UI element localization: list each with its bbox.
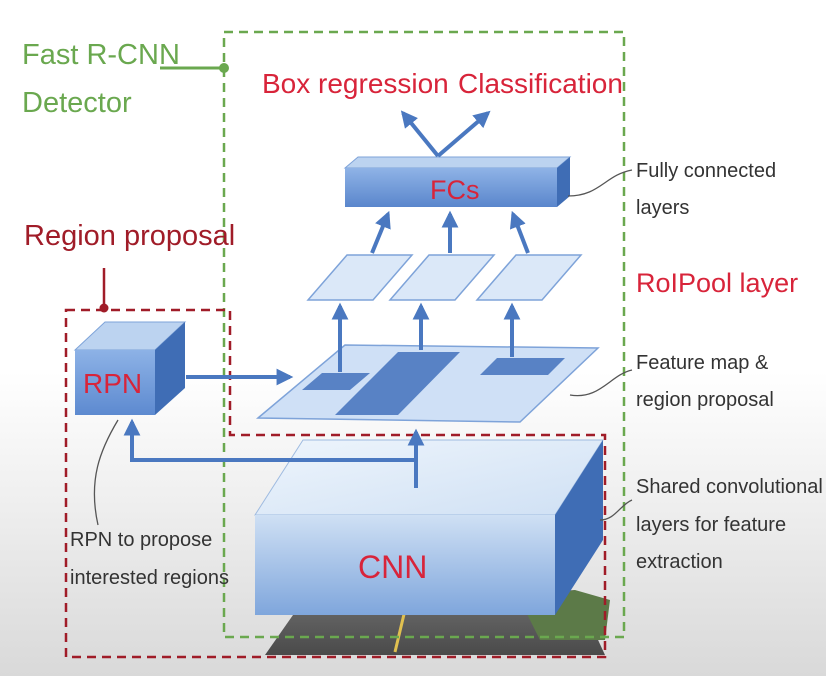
rpn-cube — [73, 321, 187, 415]
cnn-label: CNN — [358, 549, 427, 585]
fcs-label: FCs — [430, 175, 480, 205]
flow-arrows — [123, 110, 530, 488]
classification-label: Classification — [458, 68, 623, 99]
leader-fully-connected — [567, 169, 633, 197]
rpn-note-line1: RPN to propose — [70, 529, 212, 551]
feature-map-plane — [255, 344, 600, 423]
feature-map-label-line1: Feature map & — [636, 352, 769, 374]
fully-connected-label-line2: layers — [636, 197, 689, 219]
fast-rcnn-connector-dot — [219, 63, 229, 73]
region-proposal-connector-dot — [99, 303, 109, 313]
arrow-roipool-to-fcs-3 — [509, 210, 530, 254]
rpn-label: RPN — [83, 368, 142, 399]
arrow-roipool-to-fcs-1 — [370, 210, 391, 254]
arrow-to-box-regression — [400, 110, 440, 158]
roipool-plane-3 — [475, 254, 583, 301]
fast-rcnn-label-line2: Detector — [22, 87, 132, 119]
leader-rpn-note — [93, 419, 119, 526]
region-proposal-boundary — [64, 308, 607, 659]
rpn-note-line2: interested regions — [70, 567, 229, 589]
fast-rcnn-boundary — [222, 30, 626, 639]
leader-shared-conv — [599, 499, 633, 521]
fully-connected-label-line1: Fully connected — [636, 160, 776, 182]
feature-map-label-line2: region proposal — [636, 389, 774, 411]
shared-conv-label-line2: layers for feature — [636, 514, 786, 536]
arrow-cnn-to-rpn — [123, 418, 416, 462]
fcs-block — [343, 156, 572, 207]
roipool-planes — [306, 254, 583, 301]
cnn-block — [254, 439, 604, 615]
feature-region-left — [302, 373, 370, 390]
roipool-label: RoIPool layer — [636, 268, 798, 298]
roipool-plane-2 — [388, 254, 496, 301]
region-proposal-label: Region proposal — [24, 220, 235, 252]
fast-rcnn-label-line1: Fast R-CNN — [22, 39, 180, 71]
shared-conv-label-line3: extraction — [636, 551, 723, 573]
feature-region-center — [335, 352, 460, 415]
feature-region-right — [480, 358, 565, 375]
arrow-to-classification — [436, 110, 491, 158]
shared-conv-label-line1: Shared convolutional — [636, 476, 823, 498]
box-regression-label: Box regression — [262, 68, 449, 99]
leader-feature-map — [569, 369, 633, 397]
callout-lines — [93, 169, 633, 526]
roipool-plane-1 — [306, 254, 414, 301]
